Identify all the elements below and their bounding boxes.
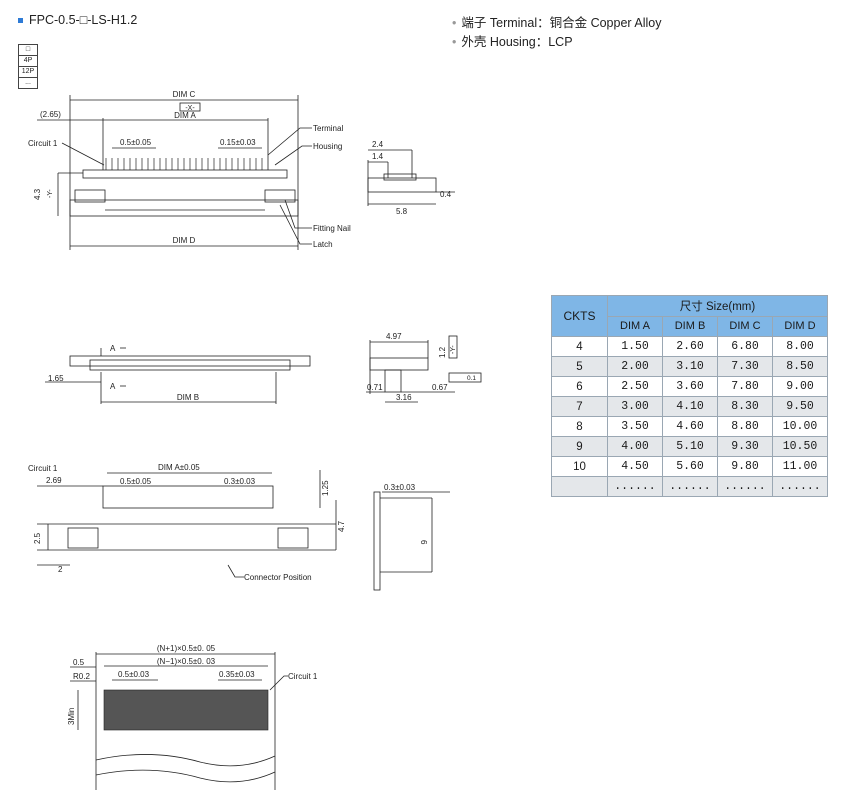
label-section-a-bottom: A — [110, 382, 116, 391]
terminal-pins — [105, 158, 263, 170]
label-dim-a: DIM A — [174, 111, 196, 120]
label-dim-b: DIM B — [177, 393, 199, 402]
label-side1-d2: 1.4 — [372, 152, 384, 161]
label-v3-h1: 1.25 — [321, 480, 330, 496]
label-v3-offset: 2.69 — [46, 476, 62, 485]
pin-box-cell: 12P — [19, 67, 37, 78]
header-dim-d: DIM D — [772, 315, 828, 337]
label-x-datum: -X- — [185, 105, 195, 112]
label-width-tol: 0.15±0.03 — [220, 138, 256, 147]
label-v4-pitch: 0.5±0.03 — [118, 670, 150, 679]
drawing-title: FPC-0.5-□-LS-H1.2 — [18, 13, 137, 27]
label-latch: Latch — [313, 240, 333, 249]
label-v3-h2: 4.7 — [337, 520, 346, 532]
label-side1-d3: 5.8 — [396, 207, 408, 216]
label-side2-tol: 0.1 — [467, 375, 476, 382]
label-side2-d3: 0.71 — [367, 383, 383, 392]
label-section-a-top: A — [110, 344, 116, 353]
label-side2-d1: 4.97 — [386, 332, 402, 341]
label-v4-width: 0.35±0.03 — [219, 670, 255, 679]
label-v4-n-minus: (N−1)×0.5±0. 03 — [157, 657, 216, 666]
label-v3-w2: 2 — [58, 565, 63, 574]
label-v4-n-plus: (N+1)×0.5±0. 05 — [157, 644, 216, 653]
label-side3-thk: 0.3±0.03 — [384, 483, 416, 492]
label-side2-d5: 3.16 — [396, 393, 412, 402]
label-v4-circuit1: Circuit 1 — [288, 672, 318, 681]
label-dim-c: DIM C — [173, 90, 196, 99]
pin-count-box: □ 4P 12P ... — [18, 44, 38, 89]
label-side1-d1: 2.4 — [372, 140, 384, 149]
label-terminal: Terminal — [313, 124, 343, 133]
label-v3-h3: 2.5 — [33, 532, 42, 544]
label-dim-d: DIM D — [173, 236, 196, 245]
spec-terminal: •端子 Terminal：铜合金 Copper Alloy — [452, 16, 662, 30]
title-text: FPC-0.5-□-LS-H1.2 — [29, 13, 138, 27]
label-circuit1: Circuit 1 — [28, 139, 58, 148]
label-height: 4.3 — [33, 188, 42, 200]
label-v3-dim-a: DIM A±0.05 — [158, 463, 200, 472]
pin-box-cell: 4P — [19, 56, 37, 67]
label-v3-circuit1: Circuit 1 — [28, 464, 58, 473]
label-offset-165: 1.65 — [48, 374, 64, 383]
label-v4-r: R0.2 — [73, 672, 90, 681]
label-housing: Housing — [313, 142, 342, 151]
size-table: CKTS 尺寸 Size(mm) DIM A DIM B DIM C DIM D… — [551, 295, 828, 497]
label-v3-width: 0.3±0.03 — [224, 477, 256, 486]
header-size: 尺寸 Size(mm) — [607, 295, 828, 317]
label-side2-y: -Y- — [450, 345, 457, 354]
label-side3-h: 6 — [419, 540, 428, 545]
header-ckts: CKTS — [551, 295, 608, 337]
pin-box-cell: □ — [19, 45, 37, 56]
label-fitting-nail: Fitting Nail — [313, 224, 351, 233]
header-dim-b: DIM B — [662, 315, 718, 337]
header-dim-a: DIM A — [607, 315, 663, 337]
label-offset: (2.65) — [40, 110, 61, 119]
label-side2-d4: 0.67 — [432, 383, 448, 392]
label-v4-d05: 0.5 — [73, 658, 85, 667]
label-y-datum: -Y- — [47, 189, 54, 198]
material-notes: •端子 Terminal：铜合金 Copper Alloy •外壳 Housin… — [452, 14, 661, 52]
label-v4-min: 3Min — [67, 708, 76, 725]
spec-housing: •外壳 Housing：LCP — [452, 35, 573, 49]
label-side2-d2: 1.2 — [438, 346, 447, 358]
header-dim-c: DIM C — [717, 315, 773, 337]
bullet-icon — [18, 17, 23, 23]
label-pitch: 0.5±0.05 — [120, 138, 152, 147]
table-row: ........................ — [551, 476, 828, 497]
label-side1-d4: 0.4 — [440, 190, 452, 199]
label-v3-pitch: 0.5±0.05 — [120, 477, 152, 486]
pin-box-cell: ... — [25, 79, 31, 86]
label-connector-position: Connector Position — [244, 573, 312, 582]
